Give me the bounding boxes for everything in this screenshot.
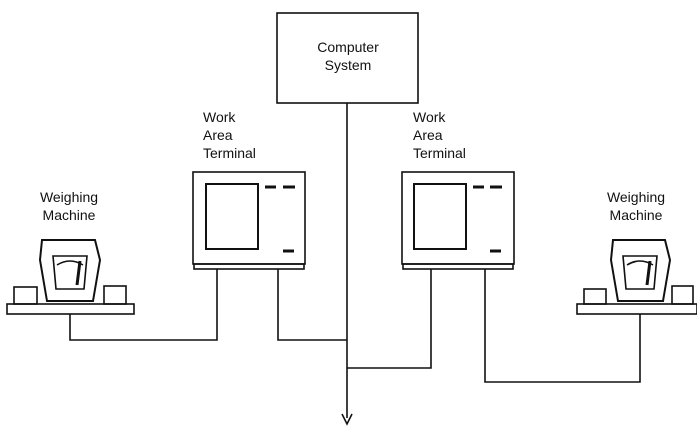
weighing-machine-right — [577, 240, 697, 314]
computer-system-label: Computer System — [300, 38, 396, 74]
terminal-left — [193, 172, 305, 269]
terminal-right-label: Work Area Terminal — [413, 108, 466, 162]
terminal-right — [402, 172, 514, 269]
weighing-machine-left — [7, 240, 134, 314]
connector-right-scale-to-terminal — [485, 269, 640, 382]
terminal-left-label: Work Area Terminal — [203, 108, 256, 162]
connector-right-terminal-to-bus — [347, 269, 431, 368]
connector-left-terminal-to-bus — [278, 269, 347, 340]
weighing-machine-right-label: Weighing Machine — [592, 188, 680, 224]
weighing-machine-left-label: Weighing Machine — [25, 188, 113, 224]
